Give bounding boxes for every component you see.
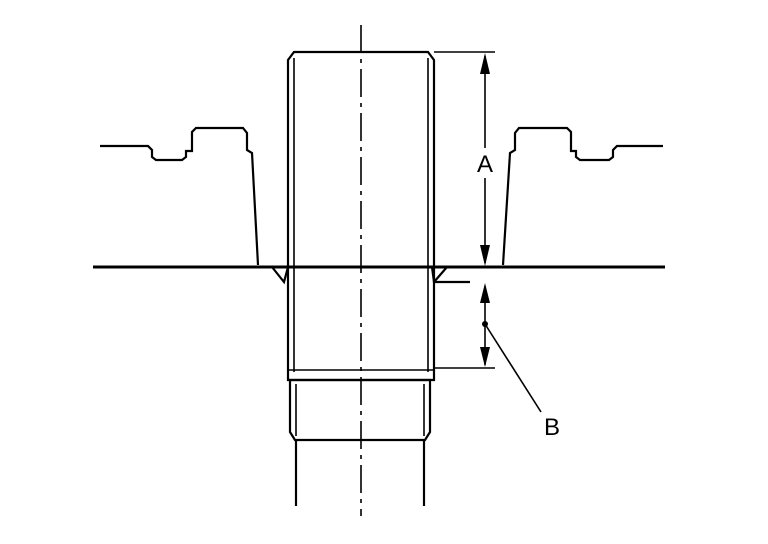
stud-body: [286, 50, 436, 382]
dim-b-leader: [484, 323, 542, 413]
dim-a-arrow-bottom: [480, 245, 490, 266]
left-weld-fillet: [271, 266, 290, 285]
dim-b-arrow-top: [480, 283, 490, 303]
dim-b-arrow-bottom: [480, 347, 490, 367]
dim-a-label-bg: [472, 148, 498, 178]
dim-a-label: A: [477, 151, 493, 178]
left-cover-profile: [100, 126, 260, 266]
stud-lower-section: [288, 378, 432, 442]
dim-b-label: B: [544, 414, 560, 441]
dim-a-arrow-top: [480, 53, 490, 74]
right-cover-profile: [501, 126, 663, 266]
